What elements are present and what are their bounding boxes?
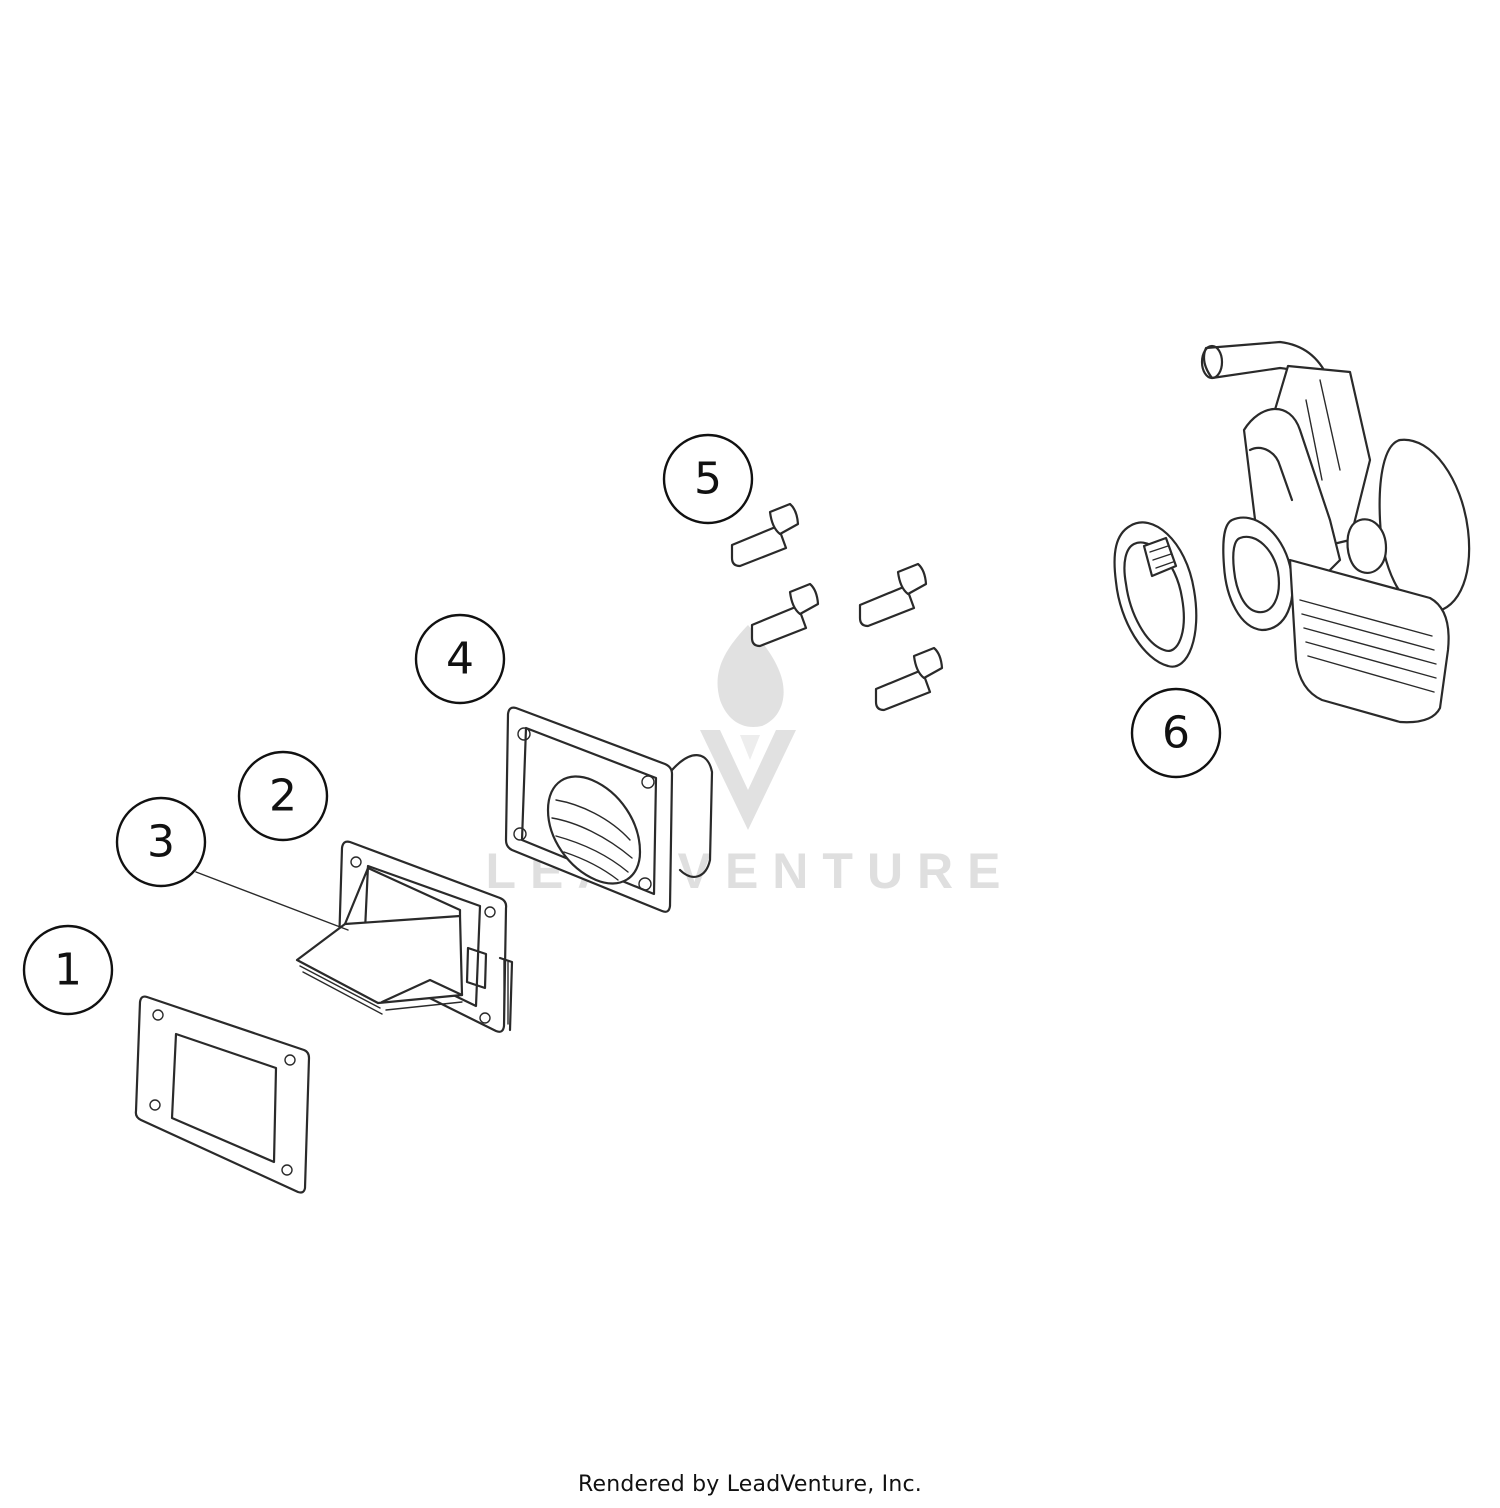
callout-4: 4 [414, 613, 506, 705]
screw [874, 646, 944, 712]
callout-2: 2 [237, 750, 329, 842]
callout-3: 3 [115, 796, 207, 888]
callout-label: 1 [54, 945, 82, 996]
part-3-reed-petals [295, 866, 464, 1015]
part-1-gasket [134, 995, 311, 1194]
callout-label: 4 [446, 634, 474, 685]
part-5-screws [730, 502, 944, 712]
callout-3-leader [195, 871, 349, 931]
callout-6: 6 [1130, 687, 1222, 779]
screw [730, 502, 800, 568]
screw [858, 562, 928, 628]
callout-label: 5 [694, 454, 722, 505]
carburetor-assembly [1200, 340, 1471, 724]
callout-label: 6 [1162, 708, 1190, 759]
footer-credit: Rendered by LeadVenture, Inc. [578, 1472, 922, 1497]
callout-label: 2 [269, 771, 297, 822]
part-4-intake-flange [504, 706, 714, 913]
flame-v-logo-icon [700, 625, 796, 830]
callout-1: 1 [22, 924, 114, 1016]
callout-label: 3 [147, 817, 175, 868]
part-6-hose-clamp [1113, 521, 1198, 668]
screw [750, 582, 820, 648]
callout-5: 5 [662, 433, 754, 525]
